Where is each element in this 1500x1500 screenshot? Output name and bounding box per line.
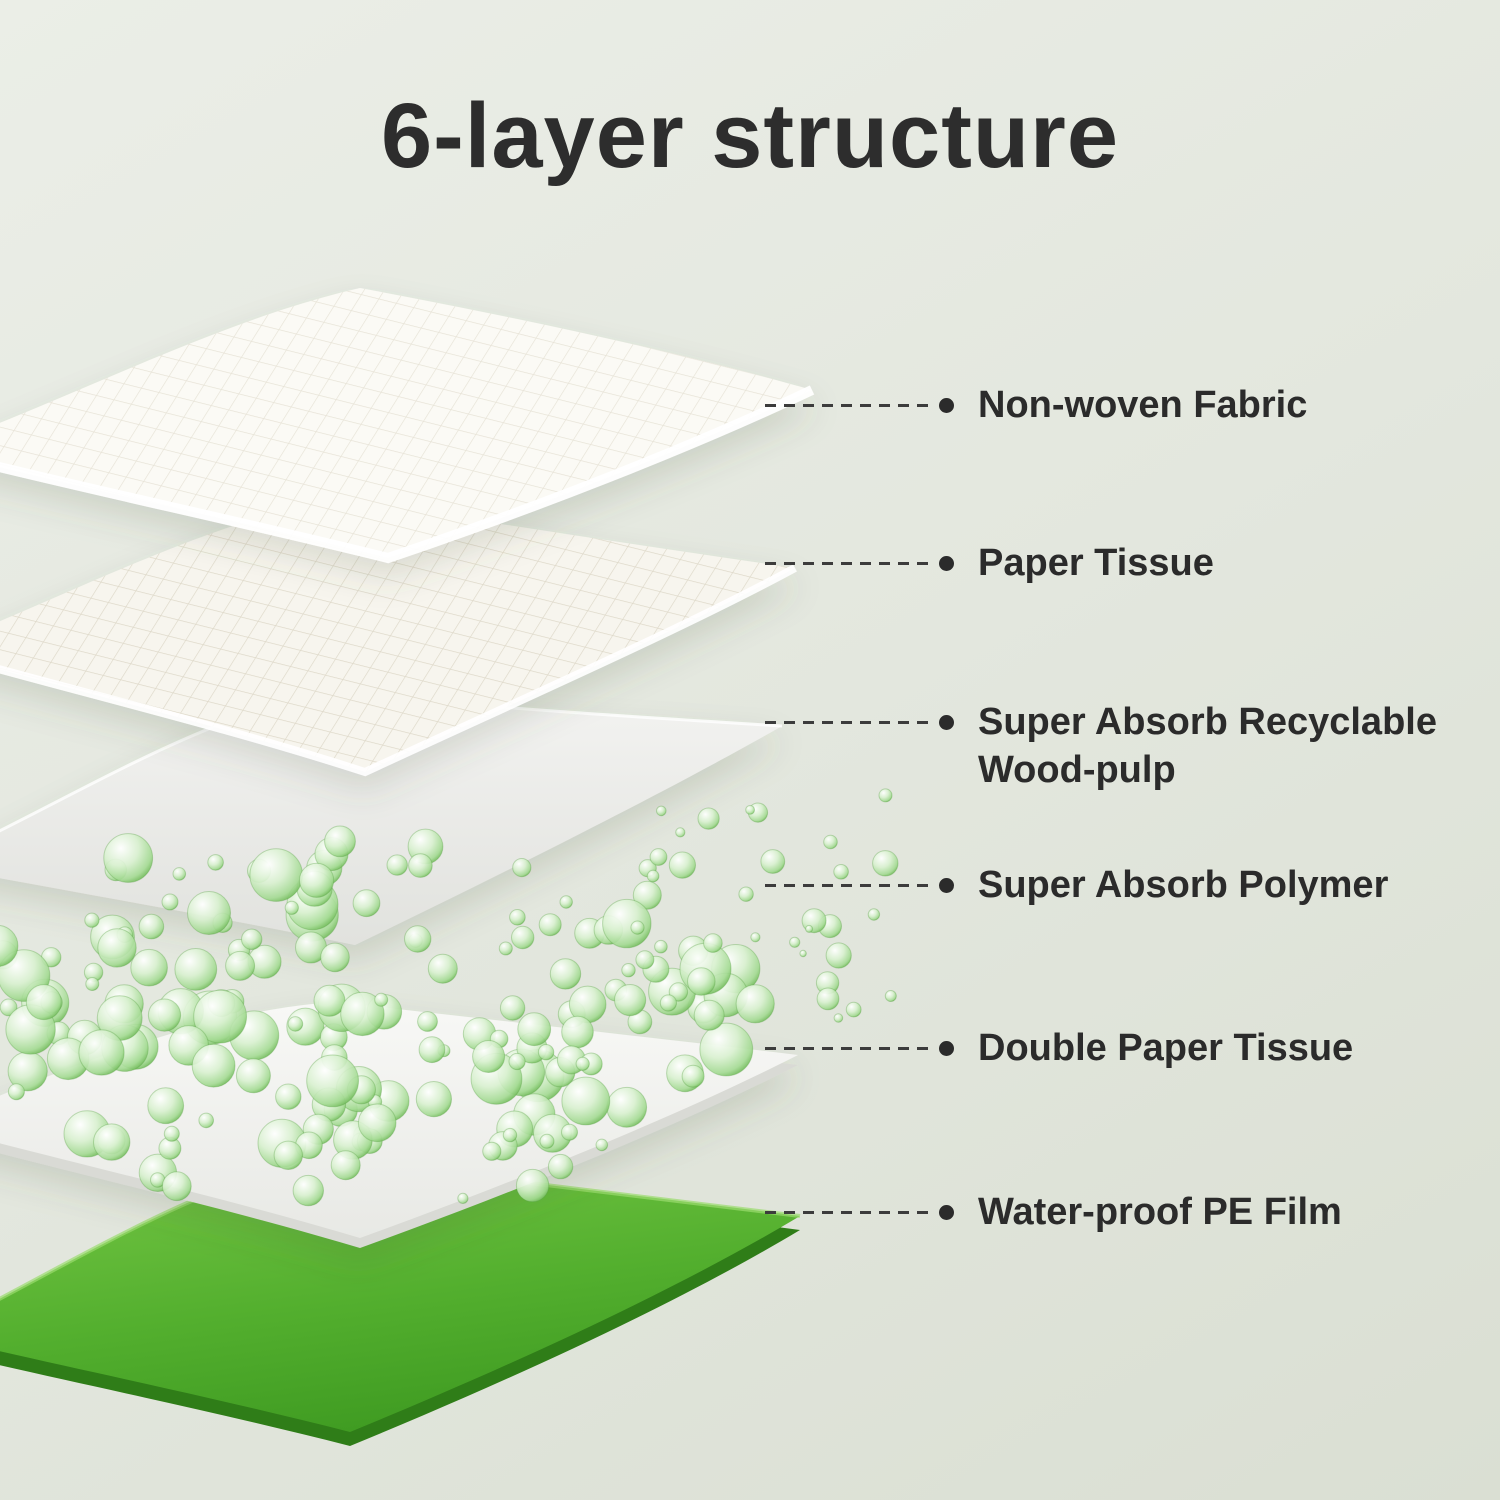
layer-paper-tissue <box>0 498 797 777</box>
bullet-dot <box>939 555 954 571</box>
callout-recyclable-wood-pulp: Super Absorb Recyclable Wood-pulp <box>765 698 1458 794</box>
leader-line <box>765 698 954 746</box>
bullet-dot <box>939 1204 954 1220</box>
dashed-line <box>765 1046 933 1050</box>
layer-non-woven-fabric <box>0 288 815 564</box>
dashed-line <box>765 1210 933 1214</box>
layer-label: Super Absorb Polymer <box>978 864 1389 906</box>
layer-label: Super Absorb Recyclable Wood-pulp <box>978 701 1437 791</box>
bullet-dot <box>939 1040 954 1056</box>
layer-label: Water-proof PE Film <box>978 1191 1342 1233</box>
callout-paper-tissue: Paper Tissue <box>765 539 1214 587</box>
page-title: 6-layer structure <box>381 85 1119 187</box>
bullet-dot <box>939 397 954 413</box>
leader-line <box>765 539 954 587</box>
bullet-dot <box>939 714 954 730</box>
dashed-line <box>765 883 933 887</box>
dashed-line <box>765 561 933 565</box>
callout-non-woven-fabric: Non-woven Fabric <box>765 381 1307 429</box>
leader-line <box>765 861 954 909</box>
leader-line <box>765 1024 954 1072</box>
layer-super-absorb-polymer <box>0 788 899 1207</box>
leader-line <box>765 1188 954 1236</box>
dashed-line <box>765 403 933 407</box>
callout-waterproof-pe-film: Water-proof PE Film <box>765 1188 1342 1236</box>
callout-super-absorb-polymer: Super Absorb Polymer <box>765 861 1388 909</box>
leader-line <box>765 381 954 429</box>
layer-label: Non-woven Fabric <box>978 384 1308 426</box>
layer-label: Paper Tissue <box>978 542 1214 584</box>
dashed-line <box>765 720 933 724</box>
layer-label: Double Paper Tissue <box>978 1027 1354 1069</box>
callout-double-paper-tissue: Double Paper Tissue <box>765 1024 1353 1072</box>
bullet-dot <box>939 877 954 893</box>
